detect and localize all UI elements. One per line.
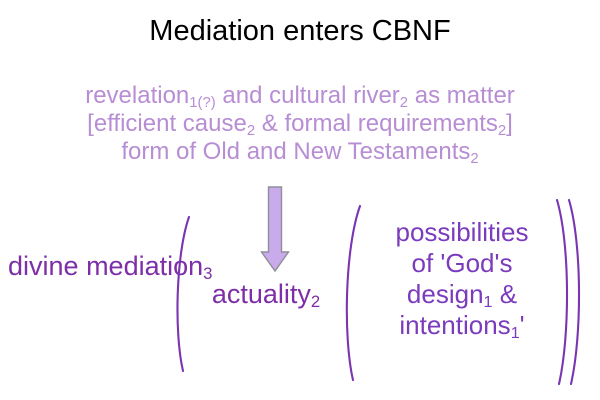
term-possibilities-line-1: possibilities [395,217,529,247]
term-divine-mediation-line-1: divine [8,251,79,281]
close-paren-group-icon [555,198,581,386]
upper-text-line-3: form of Old and New Testaments2 [121,138,479,167]
term-divine-mediation-line-2: mediation3 [86,251,213,284]
term-divine-mediation: divine mediation3 [8,251,212,282]
term-actuality: actuality2 [196,279,336,310]
upper-text-block: revelation1(?) and cultural river2 as ma… [0,82,600,166]
open-paren-outer-icon [176,215,191,373]
term-possibilities-line-3: design1 & [406,279,518,312]
bottom-term-row: divine mediation3 actuality2 possibiliti… [0,196,600,392]
page-title: Mediation enters CBNF [149,15,451,47]
term-actuality-line-1: actuality2 [211,279,321,312]
term-possibilities: possibilities of 'God's design1 & intent… [366,217,558,341]
upper-text-line-1: revelation1(?) and cultural river2 as ma… [85,82,515,111]
down-arrow-icon [260,186,290,273]
open-paren-inner-icon [345,204,362,382]
term-possibilities-line-2: of 'God's [411,248,513,278]
upper-text-line-2: [efficient cause2 & formal requirements2… [87,110,513,139]
term-possibilities-line-4: intentions1' [399,310,525,343]
